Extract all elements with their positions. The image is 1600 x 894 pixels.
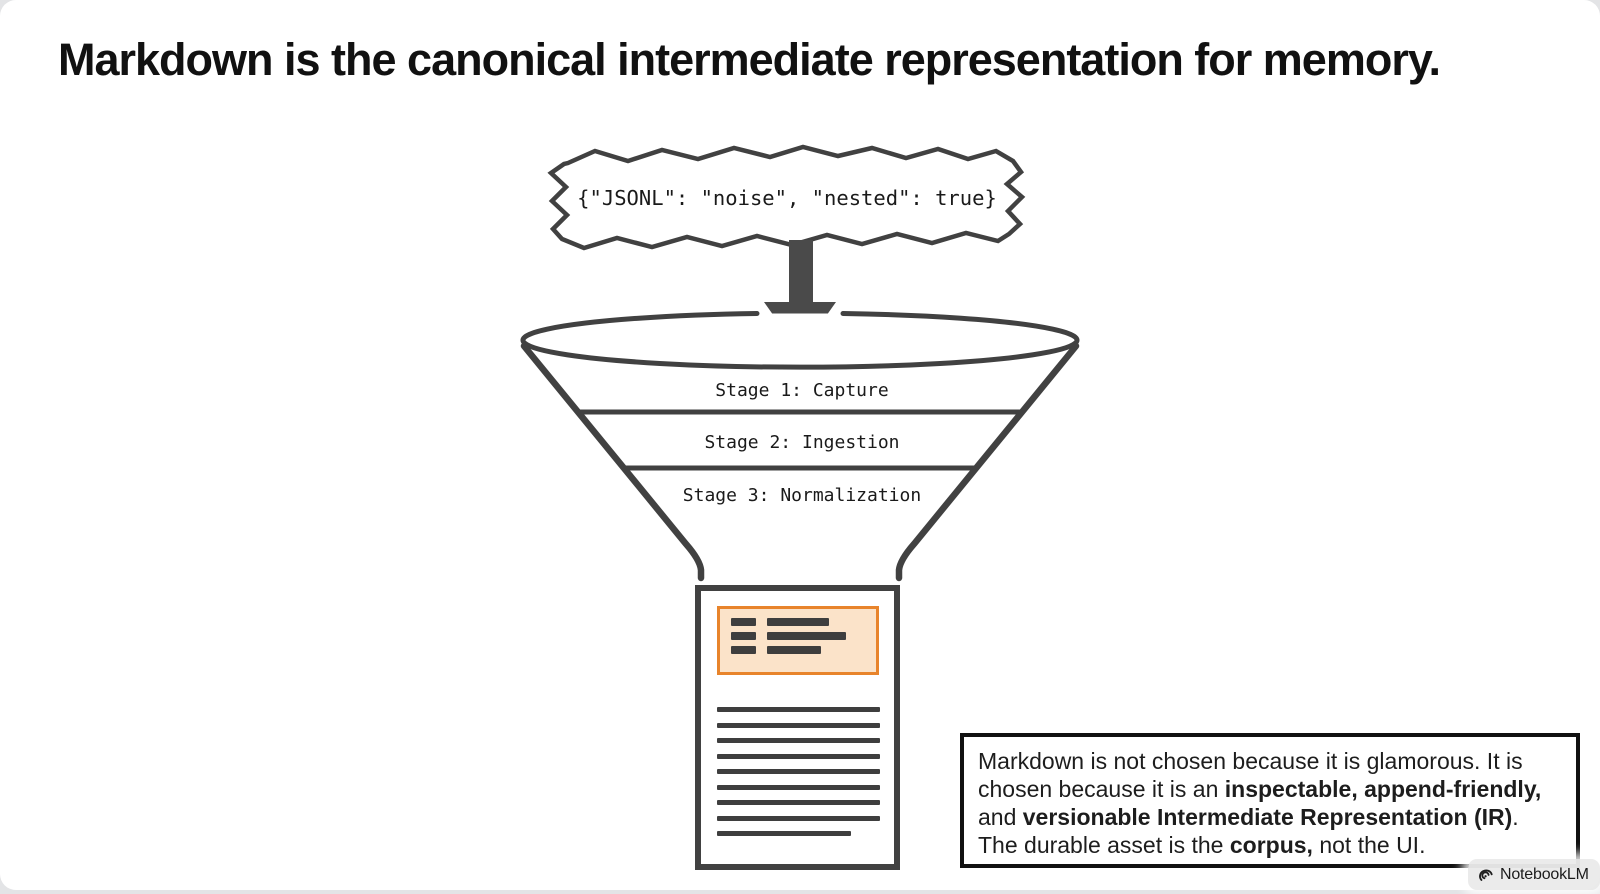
stage-3-label: Stage 3: Normalization xyxy=(683,485,921,506)
note-text: Markdown is not chosen because it is gla… xyxy=(978,748,1523,774)
jsonl-label: {"JSONL": "noise", "nested": true} xyxy=(577,186,997,210)
frontmatter-key-dash xyxy=(731,646,756,654)
note-text-bold: inspectable, append-friendly, xyxy=(1224,776,1542,802)
text-line xyxy=(717,784,880,790)
note-line: Markdown is not chosen because it is gla… xyxy=(978,747,1562,775)
note-text: chosen because it is an xyxy=(978,776,1225,802)
notebooklm-badge: NotebookLM xyxy=(1468,859,1600,890)
text-line xyxy=(717,738,880,743)
text-line xyxy=(717,800,880,805)
markdown-document-icon xyxy=(695,585,900,870)
stage-1-label: Stage 1: Capture xyxy=(715,380,888,401)
note-text-bold: versionable Intermediate Representation … xyxy=(1022,804,1513,830)
stage-2-label: Stage 2: Ingestion xyxy=(704,432,899,453)
frontmatter-block xyxy=(717,606,879,675)
frontmatter-key-dash xyxy=(731,632,756,640)
note-line: The durable asset is the corpus, not the… xyxy=(978,831,1562,859)
frontmatter-line-row xyxy=(731,632,876,640)
frontmatter-line-row xyxy=(731,618,876,626)
frontmatter-value-dash xyxy=(767,632,846,640)
text-line xyxy=(717,722,880,728)
text-line xyxy=(717,831,851,836)
notebooklm-label: NotebookLM xyxy=(1500,865,1589,883)
frontmatter-value-dash xyxy=(767,646,821,654)
frontmatter-key-dash xyxy=(731,618,756,626)
text-line xyxy=(717,707,880,712)
document-body-lines xyxy=(717,707,880,836)
frontmatter-line-row xyxy=(731,646,876,654)
frontmatter-value-dash xyxy=(767,618,829,626)
funnel-right-side xyxy=(895,342,1080,582)
funnel-rim xyxy=(520,311,1080,370)
note-text: . xyxy=(1512,804,1519,830)
note-line: and versionable Intermediate Representat… xyxy=(978,803,1562,831)
text-line xyxy=(717,815,880,821)
torn-paper-box xyxy=(547,144,1026,251)
note-box: Markdown is not chosen because it is gla… xyxy=(960,733,1580,868)
text-line xyxy=(717,753,880,759)
note-text: not the UI. xyxy=(1312,832,1426,858)
text-line xyxy=(717,769,880,774)
note-text: and xyxy=(978,804,1023,830)
page-title: Markdown is the canonical intermediate r… xyxy=(58,34,1441,85)
funnel-left-side xyxy=(520,342,705,582)
note-text-bold: corpus, xyxy=(1229,832,1313,858)
note-text: The durable asset is the xyxy=(978,832,1230,858)
notebooklm-logo-icon xyxy=(1479,869,1493,881)
note-line: chosen because it is an inspectable, app… xyxy=(978,775,1562,803)
